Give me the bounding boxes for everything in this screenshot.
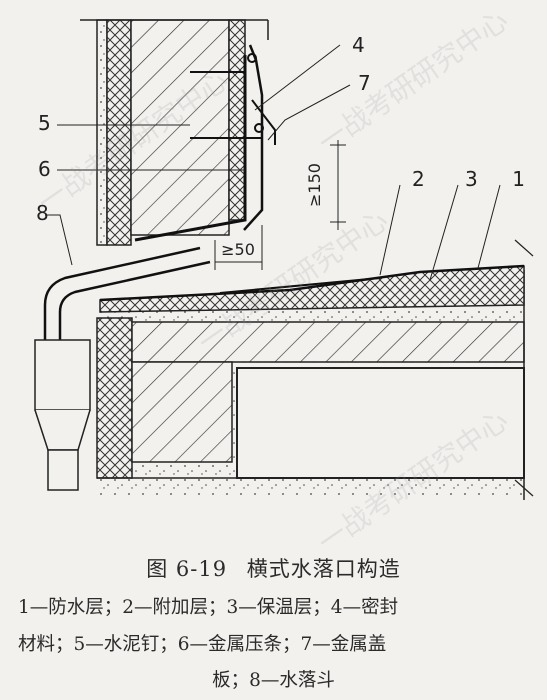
flashing-termination [134,44,276,242]
cement-nails [190,71,262,139]
parapet-wall [80,19,269,246]
detail-drawing: ≥150 ≥50 1 2 3 4 5 6 7 8 [34,19,534,500]
legend-line-2: 材料；5—水泥钉；6—金属压条；7—金属盖 [18,634,387,655]
break-marks [514,239,534,497]
figure-caption: 图 6-19 横式水落口构造 [0,553,547,583]
callout-6: 6 [38,157,51,181]
legend-line-1: 1—防水层；2—附加层；3—保温层；4—密封 [18,597,399,618]
callout-5: 5 [38,111,51,135]
leader-lines [45,44,501,281]
dimension-50: ≥50 [214,225,263,270]
callout-3: 3 [465,167,478,191]
figure-number: 图 6-19 [146,557,228,581]
roof-slab [96,270,525,500]
callout-8: 8 [36,201,49,225]
legend-line-3: 板；8—水落斗 [212,670,335,691]
dimension-horizontal-label: ≥50 [221,240,255,259]
dimension-150: ≥150 [305,140,346,230]
callout-1: 1 [512,167,525,191]
callout-4: 4 [352,33,365,57]
figure-title: 横式水落口构造 [246,557,401,581]
scupper-outlet [34,246,211,491]
roof-layers [99,264,525,313]
dimension-vertical-label: ≥150 [305,163,324,207]
callout-7: 7 [358,71,371,95]
callout-2: 2 [412,167,425,191]
